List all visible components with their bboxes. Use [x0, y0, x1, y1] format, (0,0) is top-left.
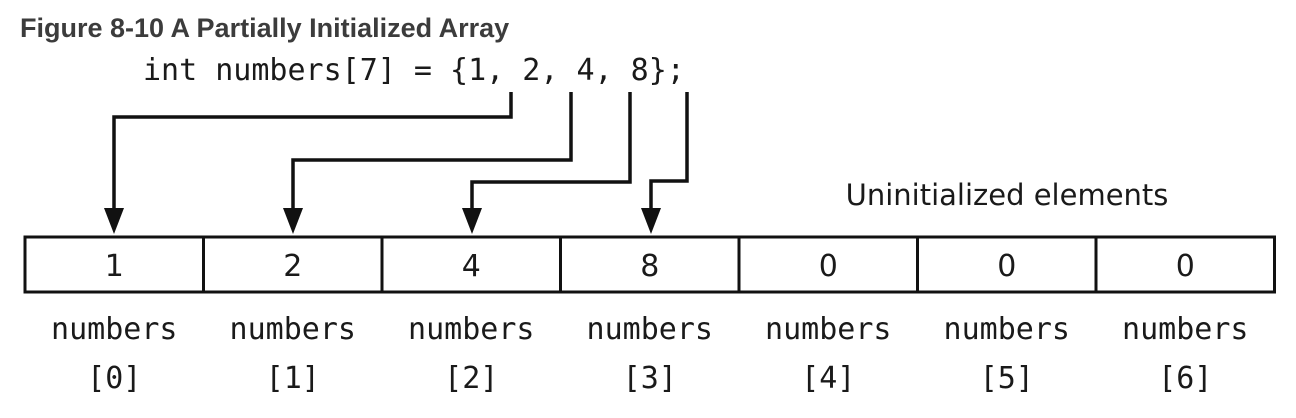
array-cell — [202, 235, 384, 294]
cell-value: 8 — [640, 249, 659, 284]
element-label-name: numbers — [944, 312, 1070, 347]
code-suffix: }; — [649, 53, 685, 88]
arrow-to-element-2 — [470, 92, 632, 210]
code-sep-0: , — [486, 53, 522, 88]
element-label-name: numbers — [51, 312, 177, 347]
code-sep-2: , — [595, 53, 631, 88]
array-cell — [916, 235, 1098, 294]
cell-value: 0 — [997, 249, 1016, 284]
arrowhead-element-3 — [641, 208, 661, 234]
code-init-3: 8 — [631, 53, 649, 88]
element-label-index: [3] — [623, 361, 677, 396]
code-init-0: 1 — [468, 53, 486, 88]
element-label-index: [0] — [87, 361, 141, 396]
code-sep-1: , — [540, 53, 576, 88]
cell-value: 0 — [1176, 249, 1195, 284]
element-label-index: [1] — [266, 361, 320, 396]
element-label-name: numbers — [230, 312, 356, 347]
cell-value: 0 — [819, 249, 838, 284]
code-prefix: int numbers[7] = { — [143, 53, 468, 88]
arrowhead-element-0 — [104, 208, 124, 234]
figure-title: Figure 8-10 A Partially Initialized Arra… — [20, 13, 509, 43]
arrow-to-element-3 — [649, 92, 689, 210]
array-cells: 1 2 4 8 0 0 0 — [23, 235, 1276, 294]
element-label-name: numbers — [408, 312, 534, 347]
code-init-2: 4 — [576, 53, 594, 88]
element-label-name: numbers — [587, 312, 713, 347]
element-label-name: numbers — [1122, 312, 1248, 347]
code-init-1: 2 — [522, 53, 540, 88]
cell-value: 1 — [105, 249, 124, 284]
element-label-index: [6] — [1158, 361, 1212, 396]
element-label-index: [2] — [444, 361, 498, 396]
array-cell — [23, 235, 205, 294]
arrow-to-element-1 — [291, 92, 573, 210]
array-cell — [737, 235, 919, 294]
code-line: int numbers[7] = {1, 2, 4, 8}; — [143, 53, 685, 88]
uninitialized-annotation: Uninitialized elements — [846, 178, 1169, 212]
element-label-name: numbers — [765, 312, 891, 347]
element-label-index: [5] — [980, 361, 1034, 396]
cell-value: 2 — [283, 249, 302, 284]
array-cell — [380, 235, 562, 294]
array-cell — [1094, 235, 1276, 294]
cell-value: 4 — [462, 249, 481, 284]
arrowhead-element-2 — [462, 208, 482, 234]
arrowhead-element-1 — [283, 208, 303, 234]
arrow-to-element-0 — [112, 92, 513, 210]
element-label-index: [4] — [801, 361, 855, 396]
array-labels: numbers [0] numbers [1] numbers [2] numbers [3]… — [51, 312, 1248, 396]
